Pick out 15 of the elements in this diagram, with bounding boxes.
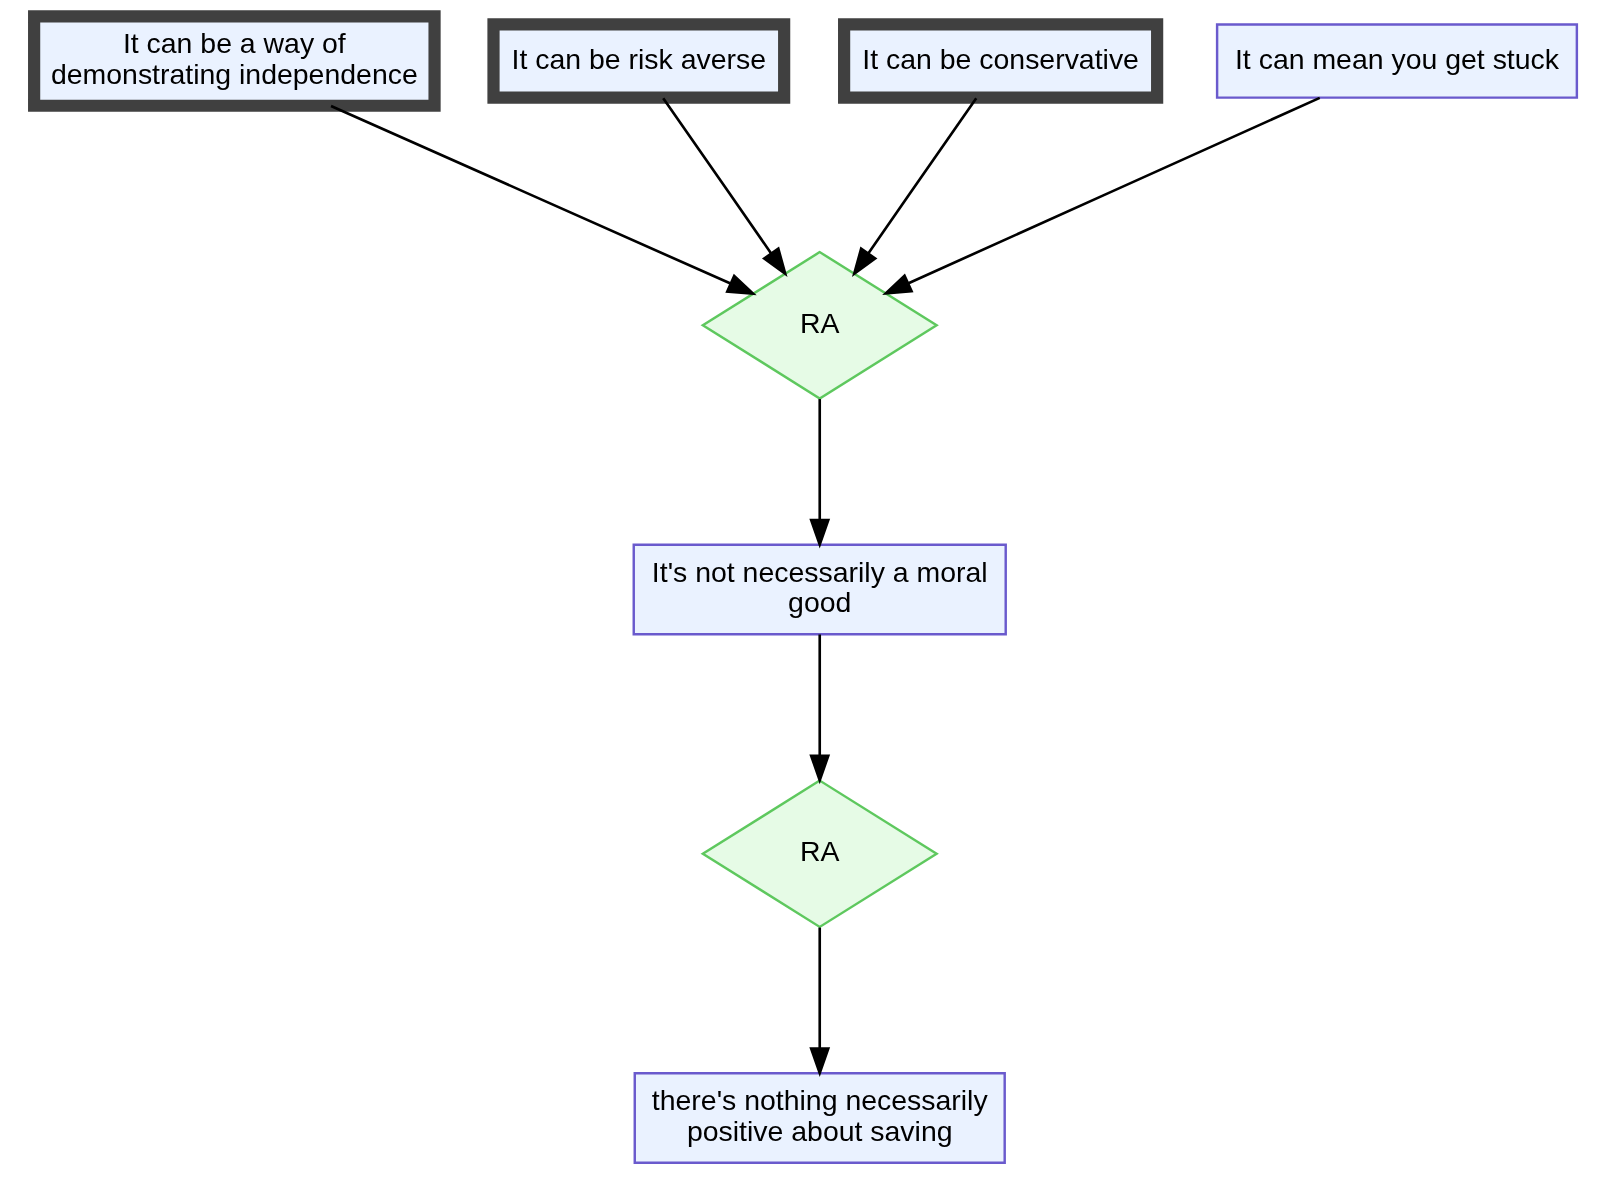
- node-diamond: RA: [700, 779, 939, 929]
- arrow: [809, 634, 831, 785]
- arrow: [882, 96, 1321, 296]
- arrow: [809, 399, 831, 549]
- arrow: [662, 97, 788, 277]
- arrow: [851, 97, 978, 277]
- arrow: [330, 104, 757, 296]
- node-box: It can be risk averse: [487, 18, 791, 104]
- node-diamond: RA: [700, 250, 939, 400]
- node-box: there's nothing necessarily positive about saving: [633, 1072, 1006, 1164]
- arrow: [809, 927, 831, 1077]
- node-box: It can be a way of demonstrating independence: [28, 10, 441, 112]
- node-box: It's not necessarily a moral good: [632, 543, 1007, 636]
- node-box: It can be conservative: [838, 18, 1164, 104]
- node-box: It can mean you get stuck: [1215, 23, 1579, 99]
